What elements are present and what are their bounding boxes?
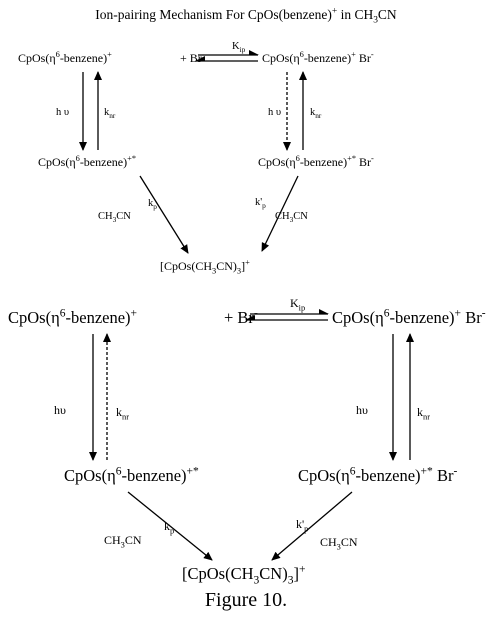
bottom-cation-ground: CpOs(η6-benzene)+: [8, 307, 138, 327]
top-k-p-prime-label: k'p: [255, 197, 266, 211]
bottom-product: [CpOs(CH3CN)3]+: [182, 563, 306, 587]
top-left-hv-label: h υ: [56, 107, 70, 118]
top-right-k-nr-label: knr: [310, 107, 322, 121]
top-right-product-arrow: [261, 175, 299, 252]
top-left-solvent-label: CH3CN: [98, 211, 131, 225]
figure-caption: Figure 10.: [204, 589, 288, 611]
diagram-title: Ion-pairing Mechanism For CpOs(benzene)+…: [95, 6, 397, 26]
bottom-left-hv-label: hυ: [54, 403, 66, 417]
bottom-left-k-nr-label: knr: [116, 405, 129, 422]
top-left-product-arrow: [139, 175, 189, 254]
bottom-cation-excited: CpOs(η6-benzene)+*: [64, 465, 199, 485]
bottom-left-product-arrow: [127, 491, 213, 561]
bottom-k-p-label: kp: [164, 519, 175, 536]
top-right-solvent-label: CH3CN: [275, 211, 308, 225]
bottom-ion-pair-ground: CpOs(η6-benzene)+ Br-: [332, 307, 486, 327]
bottom-right-product-arrow: [271, 491, 353, 561]
top-cation-excited: CpOs(η6-benzene)+*: [38, 154, 137, 169]
bottom-ion-pair-excited: CpOs(η6-benzene)+* Br-: [298, 465, 458, 485]
top-ion-pair-excited: CpOs(η6-benzene)+* Br-: [258, 154, 374, 169]
top-cation-ground: CpOs(η6-benzene)+: [18, 50, 112, 65]
bottom-k-ip-label: Kip: [290, 296, 306, 313]
top-ion-pair-ground: CpOs(η6-benzene)+ Br-: [262, 50, 374, 65]
top-right-hv-label: h υ: [268, 107, 282, 118]
bottom-right-solvent-label: CH3CN: [320, 535, 358, 552]
top-product: [CpOs(CH3CN)3]+: [160, 258, 250, 276]
top-k-ip-label: Kip: [232, 41, 246, 55]
bottom-left-solvent-label: CH3CN: [104, 533, 142, 550]
top-k-p-label: kp: [148, 198, 157, 212]
bottom-right-k-nr-label: knr: [417, 405, 430, 422]
bottom-right-hv-label: hυ: [356, 403, 368, 417]
top-left-k-nr-label: knr: [104, 107, 116, 121]
bottom-k-p-prime-label: k'p: [296, 517, 309, 534]
